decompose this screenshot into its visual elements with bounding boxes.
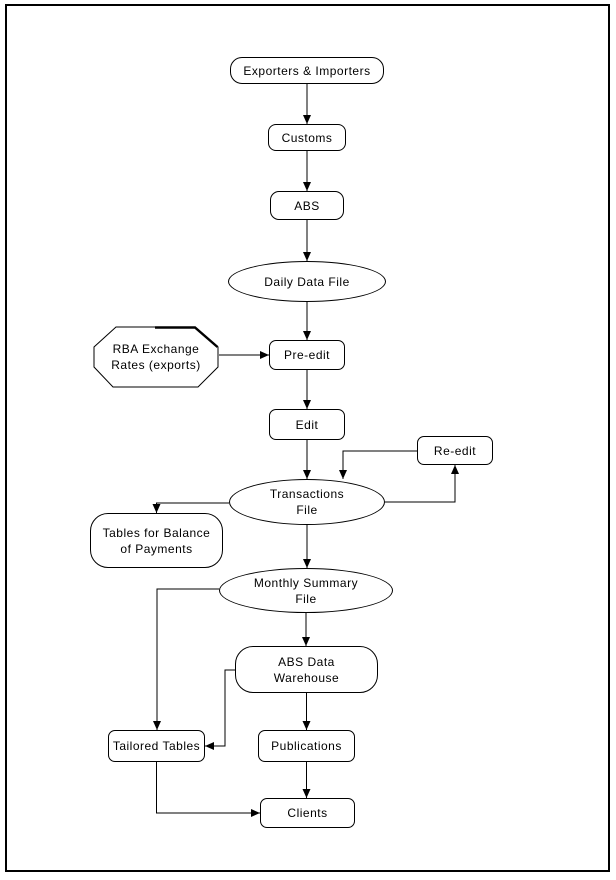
node-label: Tailored Tables (112, 739, 201, 753)
node-tables-balance-payments: Tables for Balance of Payments (90, 513, 223, 568)
node-label: Tables for Balance of Payments (102, 525, 211, 556)
node-label: Pre-edit (283, 348, 331, 362)
node-re-edit: Re-edit (417, 436, 493, 465)
node-edit: Edit (269, 409, 345, 440)
node-label: Transactions File (269, 487, 345, 517)
octagon-shape (93, 326, 219, 388)
diagram-frame (5, 4, 610, 872)
node-label: Exporters & Importers (243, 63, 371, 78)
node-label: Daily Data File (264, 274, 350, 289)
node-label: ABS Data Warehouse (273, 654, 340, 685)
node-label: Monthly Summary File (253, 575, 359, 606)
node-tailored-tables: Tailored Tables (108, 730, 205, 762)
node-label: ABS (294, 198, 320, 213)
node-abs: ABS (270, 191, 344, 220)
node-publications: Publications (258, 730, 355, 762)
node-monthly-summary-file: Monthly Summary File (219, 568, 393, 613)
node-label: Re-edit (433, 443, 477, 458)
node-label: RBA Exchange Rates (exports) (111, 342, 201, 372)
node-rba-exchange-rates: RBA Exchange Rates (exports) (93, 326, 219, 388)
node-customs: Customs (268, 124, 346, 151)
node-label: Edit (295, 417, 319, 432)
node-pre-edit: Pre-edit (269, 340, 345, 370)
node-transactions-file: Transactions File (229, 479, 385, 525)
node-label: Publications (271, 739, 342, 753)
node-clients: Clients (260, 798, 355, 828)
node-label: Clients (287, 806, 328, 820)
node-label: Customs (281, 130, 333, 145)
node-daily-data-file: Daily Data File (228, 261, 386, 302)
node-abs-data-warehouse: ABS Data Warehouse (235, 646, 378, 693)
node-exporters-importers: Exporters & Importers (230, 57, 384, 84)
